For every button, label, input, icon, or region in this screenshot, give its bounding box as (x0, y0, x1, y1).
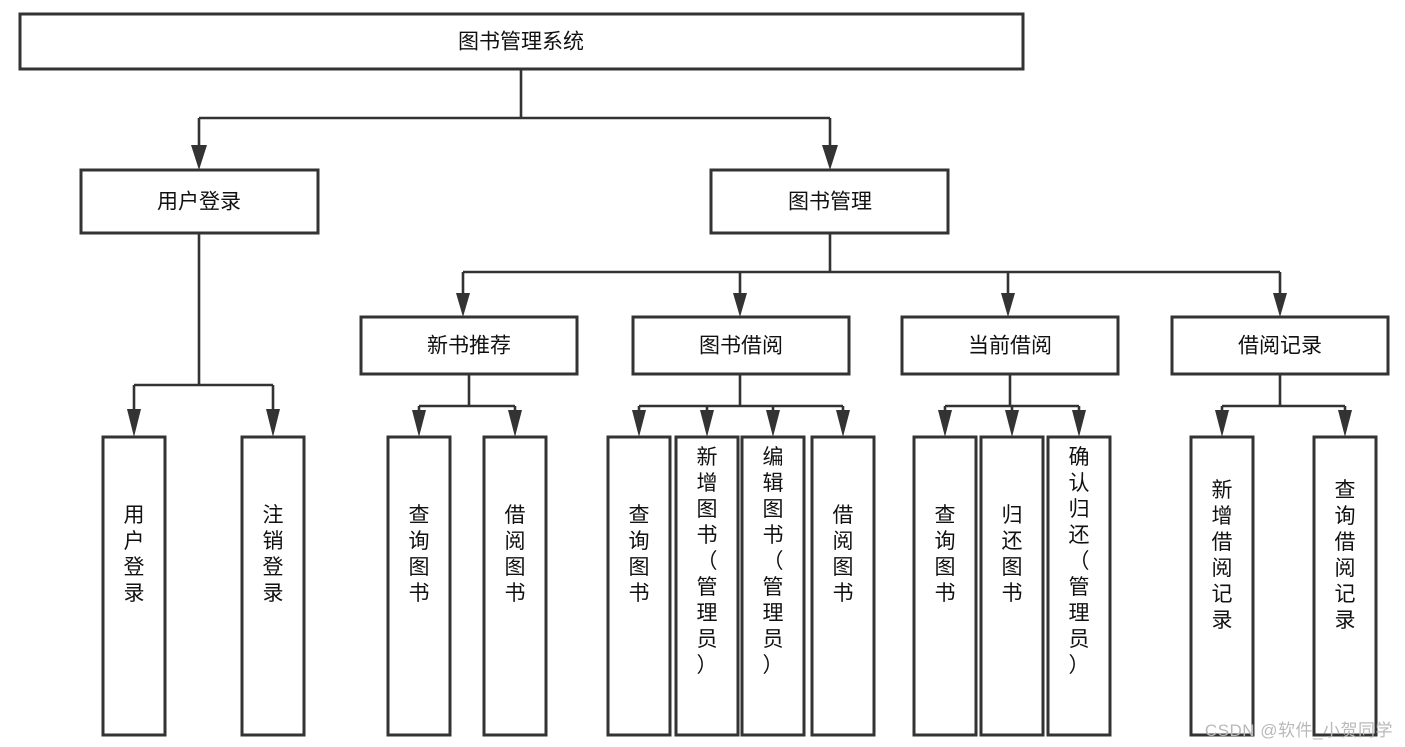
arrow-head-current-borrow (1001, 293, 1015, 317)
arrow-head-leaf-return-book (1005, 410, 1019, 437)
node-leaf-borrow-book-1-label: 借阅图书 (505, 504, 526, 605)
connector-group-user-login (127, 233, 280, 437)
node-leaf-confirm-return-label: 确认归还（管理员） (1069, 446, 1090, 677)
arrow-head-leaf-query-book-3 (938, 410, 952, 437)
node-leaf-query-borrow-record-box[interactable] (1312, 435, 1378, 737)
connector-group-borrow-record (1215, 374, 1352, 437)
node-leaf-logout-login-box[interactable] (240, 435, 306, 737)
node-leaf-return-book-box[interactable] (979, 435, 1045, 737)
node-leaf-edit-book-box[interactable] (740, 435, 806, 737)
watermark-label: CSDN @软件_小贺同学 (1204, 721, 1393, 740)
node-leaf-query-book-1-label: 查询图书 (409, 504, 430, 605)
arrow-head-leaf-query-book-2 (632, 410, 646, 437)
node-leaf-query-book-1[interactable]: 查询图书 (386, 435, 452, 737)
node-book-borrow-box[interactable] (631, 315, 851, 376)
node-leaf-confirm-return-box[interactable] (1046, 435, 1112, 737)
arrow-head-leaf-confirm-return (1072, 410, 1086, 437)
node-leaf-borrow-book-2[interactable]: 借阅图书 (810, 435, 876, 737)
arrow-head-leaf-add-borrow-record (1215, 410, 1229, 437)
node-leaf-query-borrow-record[interactable]: 查询借阅记录 (1312, 435, 1378, 737)
connector-group-current-borrow (938, 374, 1086, 437)
node-leaf-query-book-2-box[interactable] (606, 435, 672, 737)
arrow-head-user-login (191, 145, 207, 170)
arrow-head-leaf-query-borrow-record (1338, 410, 1352, 437)
node-leaf-return-book-label: 归还图书 (1002, 504, 1023, 605)
node-root-box[interactable] (18, 12, 1025, 71)
node-book-borrow[interactable]: 图书借阅 (631, 315, 851, 376)
arrow-head-new-book-recommend (456, 293, 470, 317)
arrow-head-leaf-borrow-book-1 (508, 410, 522, 437)
node-leaf-borrow-book-2-box[interactable] (810, 435, 876, 737)
arrow-head-borrow-record (1273, 293, 1287, 317)
node-leaf-query-book-3-box[interactable] (912, 435, 978, 737)
node-leaf-borrow-book-1-box[interactable] (482, 435, 548, 737)
node-leaf-query-book-3[interactable]: 查询图书 (912, 435, 978, 737)
node-current-borrow[interactable]: 当前借阅 (900, 315, 1120, 376)
node-new-book-recommend-label: 新书推荐 (427, 335, 511, 358)
node-leaf-confirm-return[interactable]: 确认归还（管理员） (1046, 435, 1112, 737)
arrow-head-leaf-query-book-1 (412, 410, 426, 437)
node-leaf-query-book-2[interactable]: 查询图书 (606, 435, 672, 737)
node-leaf-logout-login-label: 注销登录 (263, 504, 284, 605)
node-current-borrow-box[interactable] (900, 315, 1120, 376)
node-leaf-add-book-label: 新增图书（管理员） (697, 446, 718, 677)
node-new-book-recommend[interactable]: 新书推荐 (359, 315, 579, 376)
node-leaf-query-borrow-record-label: 查询借阅记录 (1335, 479, 1356, 632)
arrow-head-leaf-borrow-book-2 (836, 410, 850, 437)
node-user-login-label: 用户登录 (157, 191, 241, 214)
node-leaf-edit-book[interactable]: 编辑图书（管理员） (740, 435, 806, 737)
node-borrow-record[interactable]: 借阅记录 (1170, 315, 1390, 376)
node-leaf-query-book-1-box[interactable] (386, 435, 452, 737)
node-leaf-query-book-2-label: 查询图书 (629, 504, 650, 605)
node-leaf-edit-book-label: 编辑图书（管理员） (763, 446, 784, 677)
node-leaf-borrow-book-2-label: 借阅图书 (833, 504, 854, 605)
arrow-head-leaf-logout-login (266, 409, 280, 437)
node-leaf-user-login-label: 用户登录 (124, 504, 145, 605)
arrow-head-leaf-user-login (127, 409, 141, 437)
arrow-head-leaf-edit-book (766, 410, 780, 437)
node-borrow-record-label: 借阅记录 (1238, 335, 1322, 358)
node-leaf-logout-login[interactable]: 注销登录 (240, 435, 306, 737)
node-leaf-add-borrow-record[interactable]: 新增借阅记录 (1189, 435, 1255, 737)
node-borrow-record-box[interactable] (1170, 315, 1390, 376)
connector-group-new-book-recommend (412, 374, 522, 437)
arrow-head-leaf-add-book (700, 410, 714, 437)
node-root-label: 图书管理系统 (458, 31, 584, 54)
node-current-borrow-label: 当前借阅 (968, 335, 1052, 358)
node-leaf-user-login-box[interactable] (101, 435, 167, 737)
node-user-login[interactable]: 用户登录 (79, 168, 320, 235)
node-leaf-add-borrow-record-box[interactable] (1189, 435, 1255, 737)
arrow-head-book-manage (822, 145, 838, 170)
arrow-head-book-borrow (733, 293, 747, 317)
node-leaf-return-book[interactable]: 归还图书 (979, 435, 1045, 737)
node-book-manage-box[interactable] (709, 168, 950, 235)
node-leaf-add-borrow-record-label: 新增借阅记录 (1212, 479, 1233, 632)
connector-group-root (191, 69, 838, 170)
node-leaf-borrow-book-1[interactable]: 借阅图书 (482, 435, 548, 737)
node-user-login-box[interactable] (79, 168, 320, 235)
connector-group-book-manage (456, 233, 1287, 317)
node-root[interactable]: 图书管理系统 (18, 12, 1025, 71)
node-leaf-add-book-box[interactable] (674, 435, 740, 737)
connector-group-book-borrow (632, 374, 850, 437)
node-leaf-add-book[interactable]: 新增图书（管理员） (674, 435, 740, 737)
node-new-book-recommend-box[interactable] (359, 315, 579, 376)
node-book-manage-label: 图书管理 (788, 191, 872, 214)
node-leaf-user-login[interactable]: 用户登录 (101, 435, 167, 737)
node-book-manage[interactable]: 图书管理 (709, 168, 950, 235)
node-book-borrow-label: 图书借阅 (699, 335, 783, 358)
node-leaf-query-book-3-label: 查询图书 (935, 504, 956, 605)
